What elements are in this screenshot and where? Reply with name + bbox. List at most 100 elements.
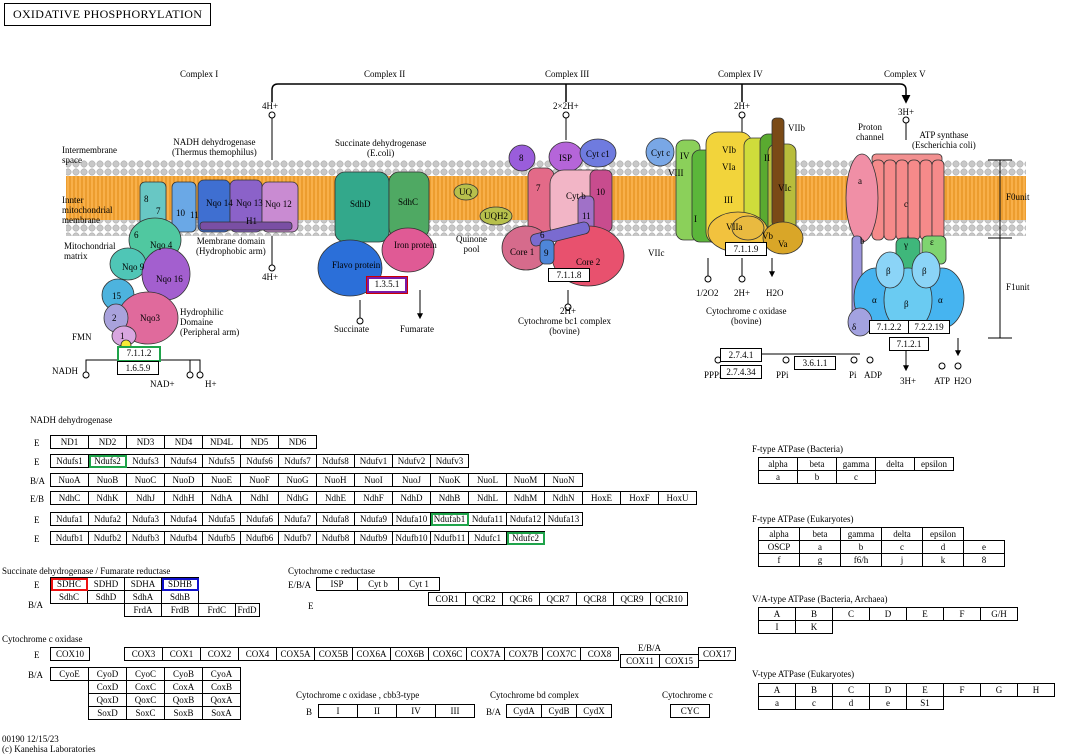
compound-adp[interactable]: ADP (864, 370, 883, 380)
gene-cell[interactable]: alpha (758, 527, 800, 541)
gene-cell[interactable]: Ndufa10 (392, 512, 431, 526)
gene-cell[interactable]: ND1 (50, 435, 89, 449)
gene-cell[interactable]: Ndufa12 (506, 512, 545, 526)
gene-cell[interactable]: NdhJ (126, 491, 165, 505)
ec-7-2-2-19[interactable]: 7.2.2.19 (908, 320, 950, 334)
gene-cell[interactable]: NdhH (164, 491, 203, 505)
ec-2-7-4-34[interactable]: 2.7.4.34 (720, 365, 762, 379)
gene-cell[interactable]: Ndufa11 (468, 512, 507, 526)
gene-cell[interactable]: NuoD (164, 473, 203, 487)
gene-cyda[interactable]: CydA (506, 704, 542, 718)
gene-cell[interactable]: f (758, 553, 800, 567)
compound-ppi[interactable]: PPi (776, 370, 789, 380)
gene-cell[interactable]: d (922, 540, 964, 554)
gene-frda[interactable]: FrdA (124, 603, 162, 617)
gene-cell[interactable]: NdhK (88, 491, 127, 505)
gene-cell[interactable]: NdhG (278, 491, 317, 505)
gene-ftb-delta[interactable]: delta (875, 457, 915, 471)
compound-pppi[interactable]: PPPi (704, 370, 722, 380)
gene-cell[interactable]: d (832, 696, 870, 710)
gene-cbb3-i[interactable]: I (318, 704, 358, 718)
gene-cell[interactable]: Ndufa7 (278, 512, 317, 526)
gene-cell[interactable]: Ndufa1 (50, 512, 89, 526)
gene-cell[interactable]: NuoN (544, 473, 583, 487)
gene-cell[interactable]: CyoB (164, 667, 203, 681)
gene-ftb-c[interactable]: c (836, 470, 876, 484)
compound-nad[interactable]: NAD+ (150, 379, 175, 389)
gene-qcr10[interactable]: QCR10 (650, 592, 688, 606)
gene-cell[interactable]: Ndufb1 (50, 531, 89, 545)
ec-2-7-4-1[interactable]: 2.7.4.1 (720, 348, 762, 362)
gene-cell[interactable]: NuoG (278, 473, 317, 487)
gene-sdhb-b[interactable]: SdhB (161, 590, 199, 604)
gene-isp[interactable]: ISP (316, 577, 358, 591)
gene-cox11[interactable]: COX11 (620, 654, 660, 668)
gene-cell[interactable]: E (906, 607, 944, 621)
gene-cox17[interactable]: COX17 (698, 647, 736, 661)
gene-cell[interactable]: NuoE (202, 473, 241, 487)
gene-cell[interactable]: Ndufa8 (316, 512, 355, 526)
compound-pi[interactable]: Pi (849, 370, 857, 380)
gene-cell[interactable]: B (795, 683, 833, 697)
gene-qcr8[interactable]: QCR8 (576, 592, 614, 606)
compound-succinate[interactable]: Succinate (334, 324, 369, 334)
gene-cell[interactable]: a (799, 540, 841, 554)
gene-cytb[interactable]: Cyt b (357, 577, 399, 591)
gene-cell[interactable]: Ndufc2 (506, 531, 545, 545)
gene-cell[interactable]: COX6C (428, 647, 467, 661)
gene-cell[interactable]: ND5 (240, 435, 279, 449)
gene-cell[interactable]: COX6A (352, 647, 391, 661)
gene-cell[interactable]: C (832, 683, 870, 697)
gene-cell[interactable]: f6/h (840, 553, 882, 567)
gene-cell[interactable]: Ndufb11 (430, 531, 469, 545)
gene-cell[interactable]: Ndufs5 (202, 454, 241, 468)
gene-cell[interactable]: F (943, 683, 981, 697)
gene-cell[interactable]: 8 (963, 553, 1005, 567)
gene-cell[interactable]: COX4 (238, 647, 277, 661)
gene-cell[interactable]: QoxC (126, 693, 165, 707)
gene-cell[interactable]: NdhL (468, 491, 507, 505)
gene-cell[interactable]: COX8 (580, 647, 619, 661)
gene-cell[interactable]: e (963, 540, 1005, 554)
gene-cell[interactable]: Ndufv1 (354, 454, 393, 468)
gene-cell[interactable]: k (922, 553, 964, 567)
gene-cell[interactable]: Ndufs7 (278, 454, 317, 468)
gene-cor1[interactable]: COR1 (428, 592, 466, 606)
gene-cell[interactable]: H (1017, 683, 1055, 697)
gene-cell[interactable]: COX5B (314, 647, 353, 661)
gene-sdhd-b[interactable]: SdhD (87, 590, 125, 604)
ec-3-6-1-1[interactable]: 3.6.1.1 (794, 356, 836, 370)
gene-ftb-epsilon[interactable]: epsilon (914, 457, 954, 471)
gene-cell[interactable]: COX7A (466, 647, 505, 661)
gene-cell[interactable]: G/H (980, 607, 1018, 621)
gene-cell[interactable]: QoxA (202, 693, 241, 707)
gene-cell[interactable]: c (881, 540, 923, 554)
gene-cell[interactable]: NuoC (126, 473, 165, 487)
gene-cell[interactable]: NuoK (430, 473, 469, 487)
gene-cell[interactable]: Ndufa13 (544, 512, 583, 526)
gene-cell[interactable]: Ndufb7 (278, 531, 317, 545)
gene-cell[interactable]: Ndufa9 (354, 512, 393, 526)
gene-cell[interactable]: ND3 (126, 435, 165, 449)
gene-cell[interactable]: NdhN (544, 491, 583, 505)
gene-cell[interactable]: NdhF (354, 491, 393, 505)
gene-ftb-b[interactable]: b (797, 470, 837, 484)
gene-cell[interactable]: COX1 (162, 647, 201, 661)
gene-cell[interactable]: NuoA (50, 473, 89, 487)
gene-cell[interactable]: Ndufs2 (88, 454, 127, 468)
gene-cell[interactable]: CyoE (50, 667, 89, 681)
gene-cell[interactable]: Ndufb4 (164, 531, 203, 545)
ec-7-1-2-1[interactable]: 7.1.2.1 (889, 337, 929, 351)
gene-cell[interactable]: CoxD (88, 680, 127, 694)
gene-cell[interactable]: delta (881, 527, 923, 541)
gene-cell[interactable]: Ndufa6 (240, 512, 279, 526)
gene-cell[interactable]: COX2 (200, 647, 239, 661)
gene-cell[interactable]: CoxB (202, 680, 241, 694)
gene-sdha-b[interactable]: SdhA (124, 590, 162, 604)
gene-cell[interactable]: I (758, 620, 796, 634)
gene-cell[interactable]: Ndufb3 (126, 531, 165, 545)
gene-cell[interactable]: D (869, 607, 907, 621)
gene-cell[interactable]: NdhC (50, 491, 89, 505)
gene-cell[interactable]: COX7B (504, 647, 543, 661)
gene-qcr7[interactable]: QCR7 (539, 592, 577, 606)
